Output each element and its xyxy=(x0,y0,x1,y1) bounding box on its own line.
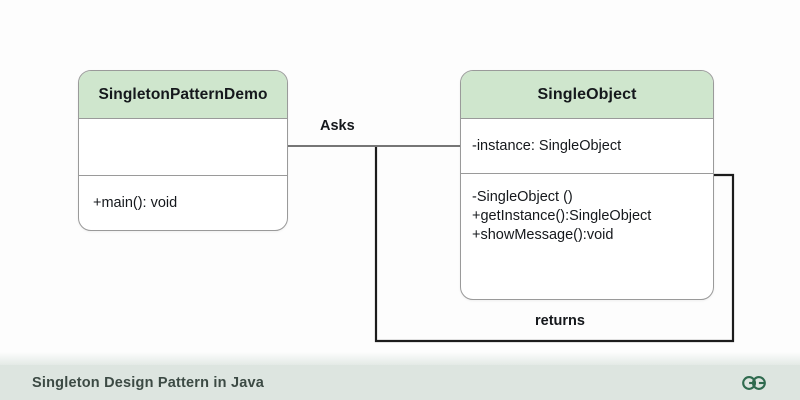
edge-returns-line xyxy=(374,147,735,343)
footer-gradient xyxy=(0,352,800,366)
operations-compartment-single-object: -SingleObject () +getInstance():SingleOb… xyxy=(461,174,713,298)
footer-caption: Singleton Design Pattern in Java xyxy=(32,374,265,391)
geeksforgeeks-logo-icon xyxy=(737,374,771,392)
operation-row: -SingleObject () xyxy=(472,189,573,205)
operation-row: +showMessage():void xyxy=(472,227,614,243)
edge-label-returns: returns xyxy=(531,313,589,329)
uml-class-singleton-pattern-demo[interactable]: SingletonPatternDemo +main(): void xyxy=(78,70,288,231)
footer-bar: Singleton Design Pattern in Java xyxy=(0,365,800,400)
class-name-single-object: SingleObject xyxy=(461,71,713,119)
attributes-compartment-singleton-pattern-demo xyxy=(79,119,287,176)
operations-compartment-singleton-pattern-demo: +main(): void xyxy=(79,176,287,230)
uml-class-single-object[interactable]: SingleObject -instance: SingleObject -Si… xyxy=(460,70,714,300)
attribute-row: -instance: SingleObject xyxy=(472,138,622,154)
operation-row: +main(): void xyxy=(93,195,178,211)
class-name-singleton-pattern-demo: SingletonPatternDemo xyxy=(79,71,287,119)
edge-label-asks: Asks xyxy=(316,118,359,134)
attributes-compartment-single-object: -instance: SingleObject xyxy=(461,119,713,174)
operation-row: +getInstance():SingleObject xyxy=(472,208,652,224)
